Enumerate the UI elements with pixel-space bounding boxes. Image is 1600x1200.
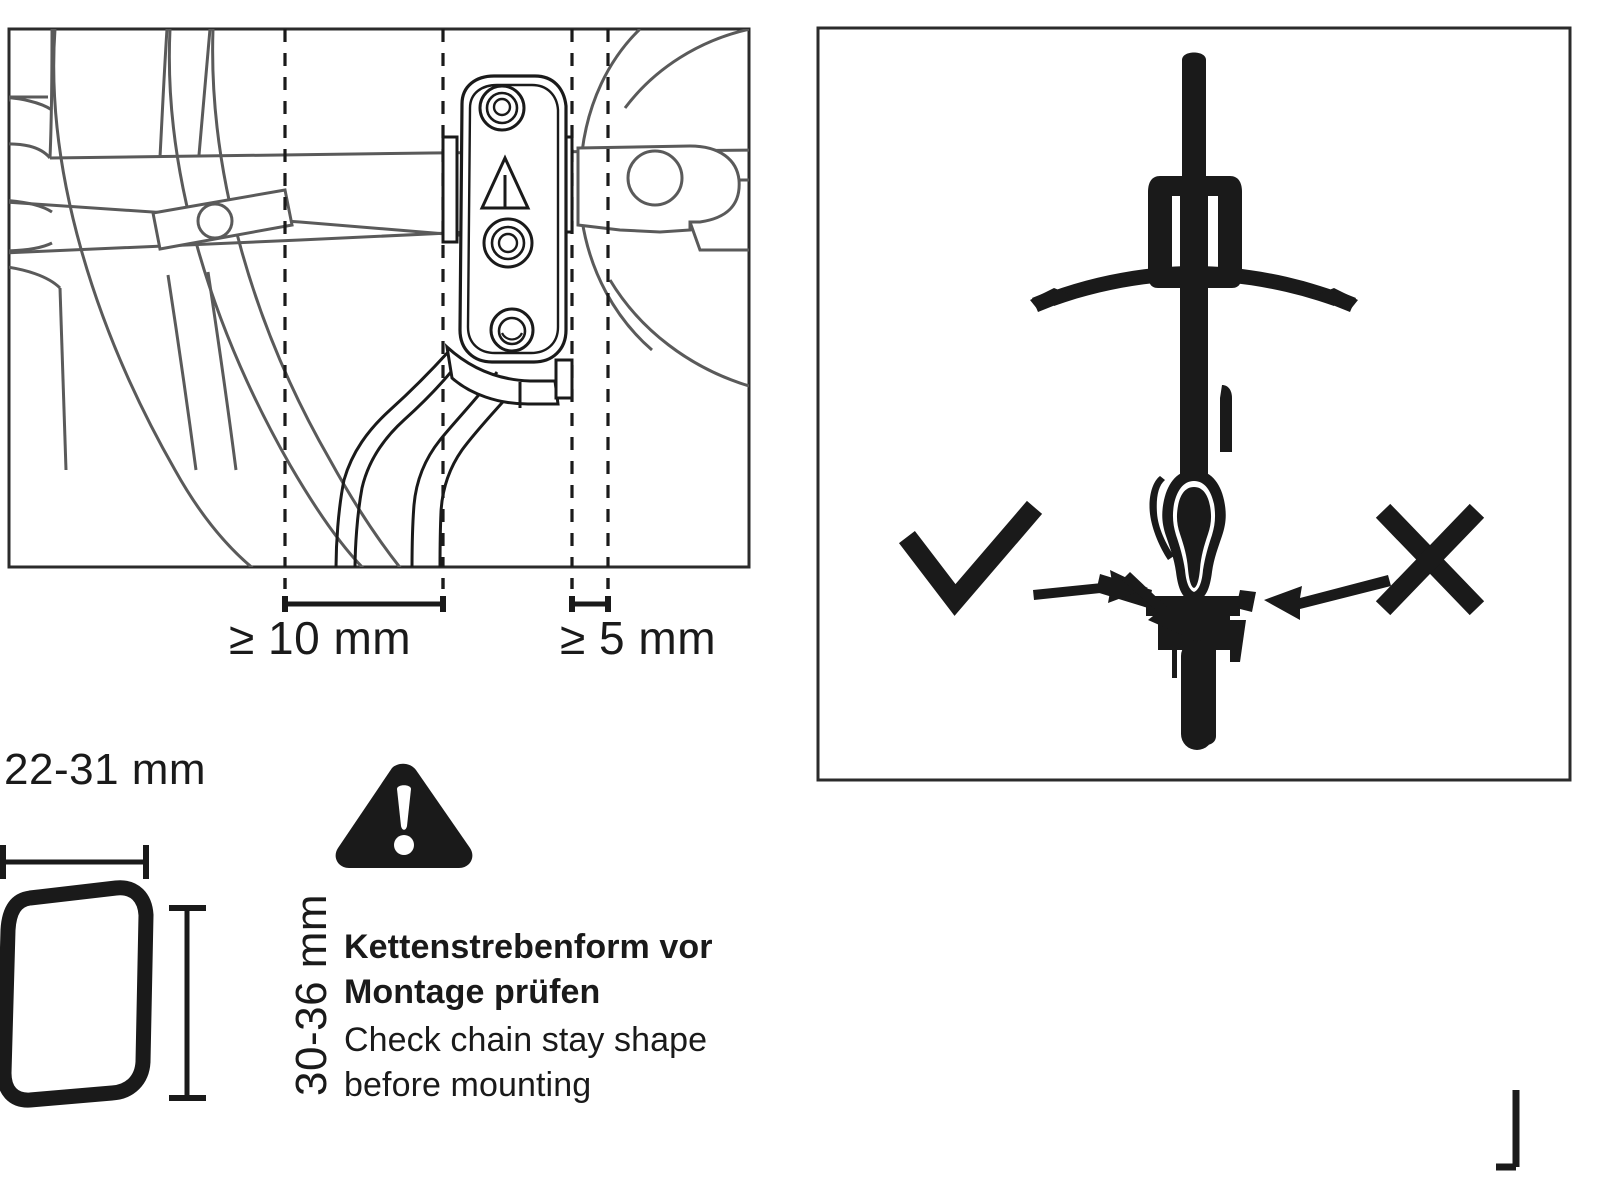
handlebar <box>1050 266 1338 306</box>
chain-stay-bracket <box>151 188 294 251</box>
cross-icon <box>1375 503 1485 616</box>
sensor-port-bottom <box>489 307 535 353</box>
dropout-plate <box>576 144 749 252</box>
mount-clamp <box>444 342 574 408</box>
pointer-arrow-left <box>1033 570 1148 603</box>
frame-tube <box>1180 288 1208 488</box>
lever-hood-left <box>1148 176 1186 288</box>
warning-title-de-line2: Montage prüfen <box>344 973 601 1011</box>
tube-width-label: 22-31 mm <box>4 745 207 794</box>
check-icon <box>898 500 1043 616</box>
disc-rotor-arcs <box>580 29 749 388</box>
clearance-major-label: ≥ 10 mm <box>229 612 412 664</box>
sensor-body <box>441 74 574 364</box>
wheel-rim-arcs <box>52 29 402 567</box>
height-dimension-line <box>169 905 206 1101</box>
left-panel-contents <box>9 29 749 567</box>
frame-side-left <box>1149 476 1174 560</box>
dimension-5mm <box>569 596 611 612</box>
triangle-a-logo-icon <box>479 154 531 210</box>
pointer-arrow-right <box>1264 575 1391 620</box>
upper-spokes <box>48 29 212 159</box>
rim-band <box>9 95 53 112</box>
chain-stay-cross-section <box>0 880 154 1108</box>
lever-hood-right <box>1204 176 1242 288</box>
chain-stay-tube <box>9 199 471 290</box>
seat-post-shaft <box>1181 640 1213 750</box>
rail-arm-right <box>1236 590 1256 612</box>
left-panel-border <box>7 27 751 569</box>
sensor-port-top <box>478 84 526 132</box>
warning-body-en-line2: before mounting <box>344 1066 592 1104</box>
warning-title-de-line1: Kettenstrebenform vor <box>344 928 713 966</box>
warning-body-en-line1: Check chain stay shape <box>344 1021 708 1059</box>
handlebar-grip-right <box>1330 290 1356 312</box>
warning-exclamation-dot <box>394 835 414 855</box>
sensor-port-middle <box>482 217 534 269</box>
right-panel-contents <box>898 52 1485 750</box>
bracket-hole <box>196 202 234 240</box>
pointer-arrow-diagonal <box>1122 572 1182 635</box>
warning-exclamation-stem <box>397 785 411 830</box>
seat-stay-nub <box>1230 620 1246 662</box>
sensor-tab-left <box>441 135 459 244</box>
dimension-10mm <box>282 596 446 612</box>
width-dimension-line <box>0 845 149 879</box>
crop-mark-corner <box>1496 1090 1520 1171</box>
saddle-inner <box>1176 487 1212 588</box>
clearance-minor-label: ≥ 5 mm <box>560 612 717 664</box>
brake-lever-arm <box>1220 385 1232 452</box>
cable-line <box>1172 616 1177 678</box>
dropout-hole <box>626 149 684 207</box>
handlebar-grip-left <box>1032 290 1058 312</box>
lower-spokes <box>58 271 238 471</box>
chain-stay-lower-tube <box>334 348 524 567</box>
sensor-shell-inner <box>466 83 560 355</box>
